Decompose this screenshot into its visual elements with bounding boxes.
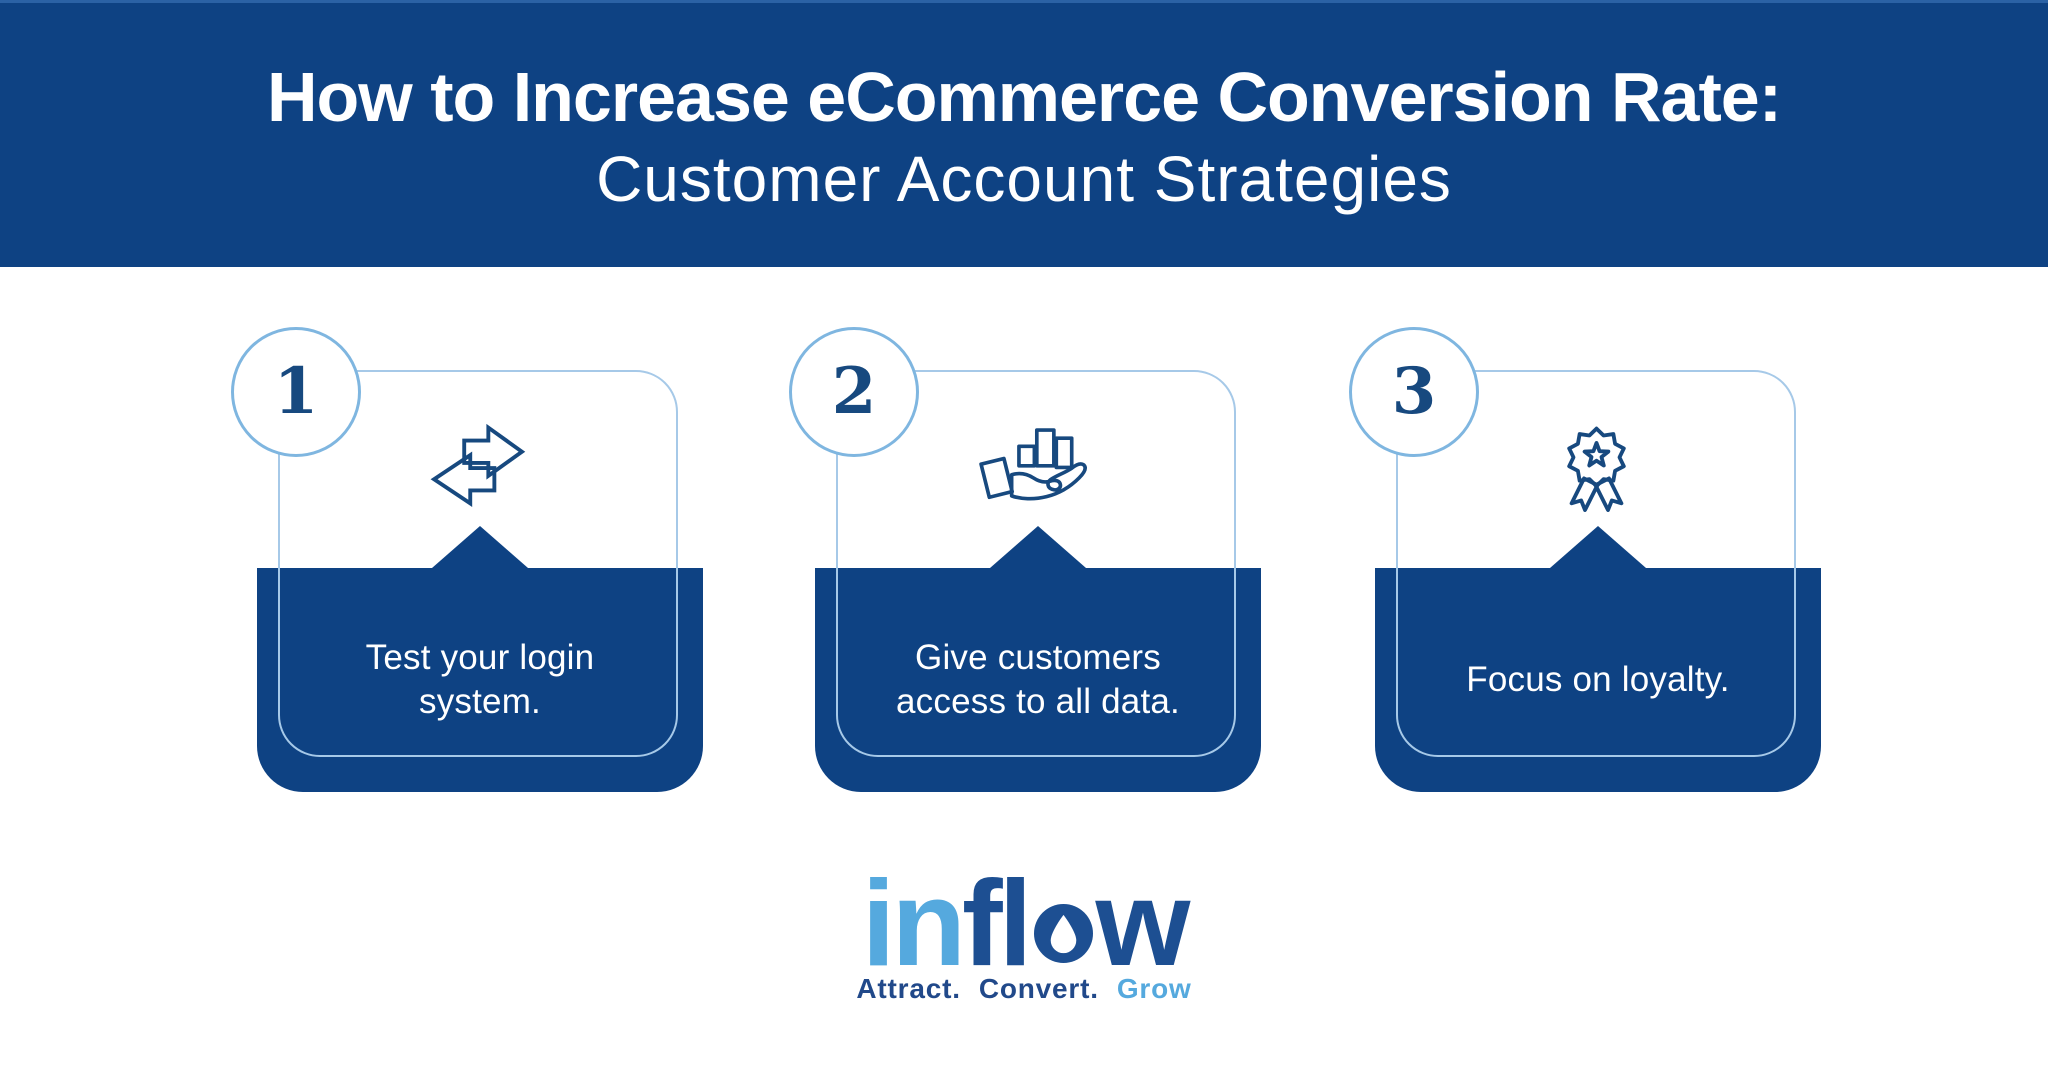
step-1-icon-zone: [278, 370, 678, 532]
step-2-text: Give customers access to all data.: [896, 637, 1180, 721]
step-2-panel: Give customers access to all data.: [815, 526, 1261, 792]
header-banner: How to Increase eCommerce Conversion Rat…: [0, 0, 2048, 267]
hand-holding-data-icon: [979, 428, 1088, 501]
logo-text-fl: fl: [961, 855, 1033, 991]
tagline-convert: Convert.: [978, 973, 1099, 1004]
transfer-arrows-icon: [430, 423, 526, 507]
panel-notch-triangle: [432, 526, 528, 568]
step-1-text: Test your login system.: [365, 637, 595, 721]
tagline-attract: Attract.: [856, 973, 961, 1004]
panel-notch-triangle: [990, 526, 1086, 568]
step-3-number-badge: 3: [1349, 327, 1479, 457]
step-2-number: 2: [831, 354, 877, 429]
page-title-line1: How to Increase eCommerce Conversion Rat…: [266, 57, 1782, 136]
step-2-icon-zone: [836, 370, 1236, 532]
logo-text-w: w: [1095, 855, 1191, 991]
page-title-line2: Customer Account Strategies: [596, 143, 1452, 216]
logo-text-in: in: [861, 855, 966, 991]
water-drop-icon: [1033, 904, 1093, 963]
step-2-number-badge: 2: [789, 327, 919, 457]
step-3-text: Focus on loyalty.: [1466, 659, 1730, 699]
award-ribbon-icon: [1566, 426, 1626, 512]
tagline-grow: Grow: [1116, 973, 1192, 1004]
step-card-1: Test your login system. 1: [231, 325, 703, 792]
step-3-number: 3: [1391, 354, 1437, 429]
step-1-panel: Test your login system.: [257, 526, 703, 792]
step-card-3: Focus on loyalty. 3: [1349, 325, 1821, 792]
step-3-icon-zone: [1396, 370, 1796, 532]
step-card-2: Give customers access to all data. 2: [789, 325, 1261, 792]
step-1-number: 1: [273, 354, 319, 429]
step-3-panel: Focus on loyalty.: [1375, 526, 1821, 792]
logo-tagline: Attract. Convert. Grow: [0, 972, 2048, 1006]
panel-notch-triangle: [1550, 526, 1646, 568]
step-1-number-badge: 1: [231, 327, 361, 457]
